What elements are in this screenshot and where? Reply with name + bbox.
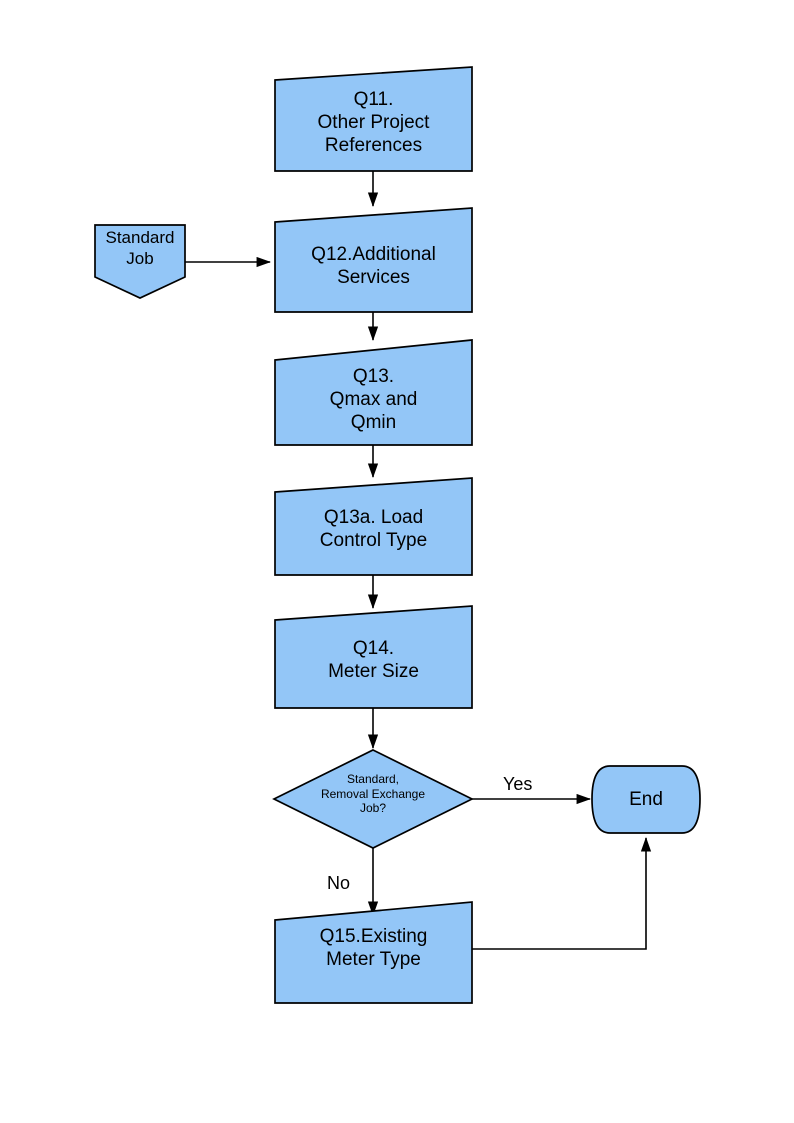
node-q12[interactable]: [274, 207, 473, 313]
edge-label-no: No: [327, 873, 351, 893]
node-q13[interactable]: [274, 339, 473, 446]
node-end[interactable]: [591, 765, 701, 834]
node-q15[interactable]: [274, 901, 473, 1004]
connector-q15-to-end: [472, 837, 652, 950]
node-q13a[interactable]: [274, 477, 473, 576]
edge-label-yes: Yes: [503, 774, 533, 794]
node-q11[interactable]: [274, 66, 473, 172]
node-standard-job[interactable]: [94, 224, 186, 299]
node-decision-standard-removal-exchange[interactable]: [272, 749, 474, 849]
node-q14[interactable]: [274, 605, 473, 709]
